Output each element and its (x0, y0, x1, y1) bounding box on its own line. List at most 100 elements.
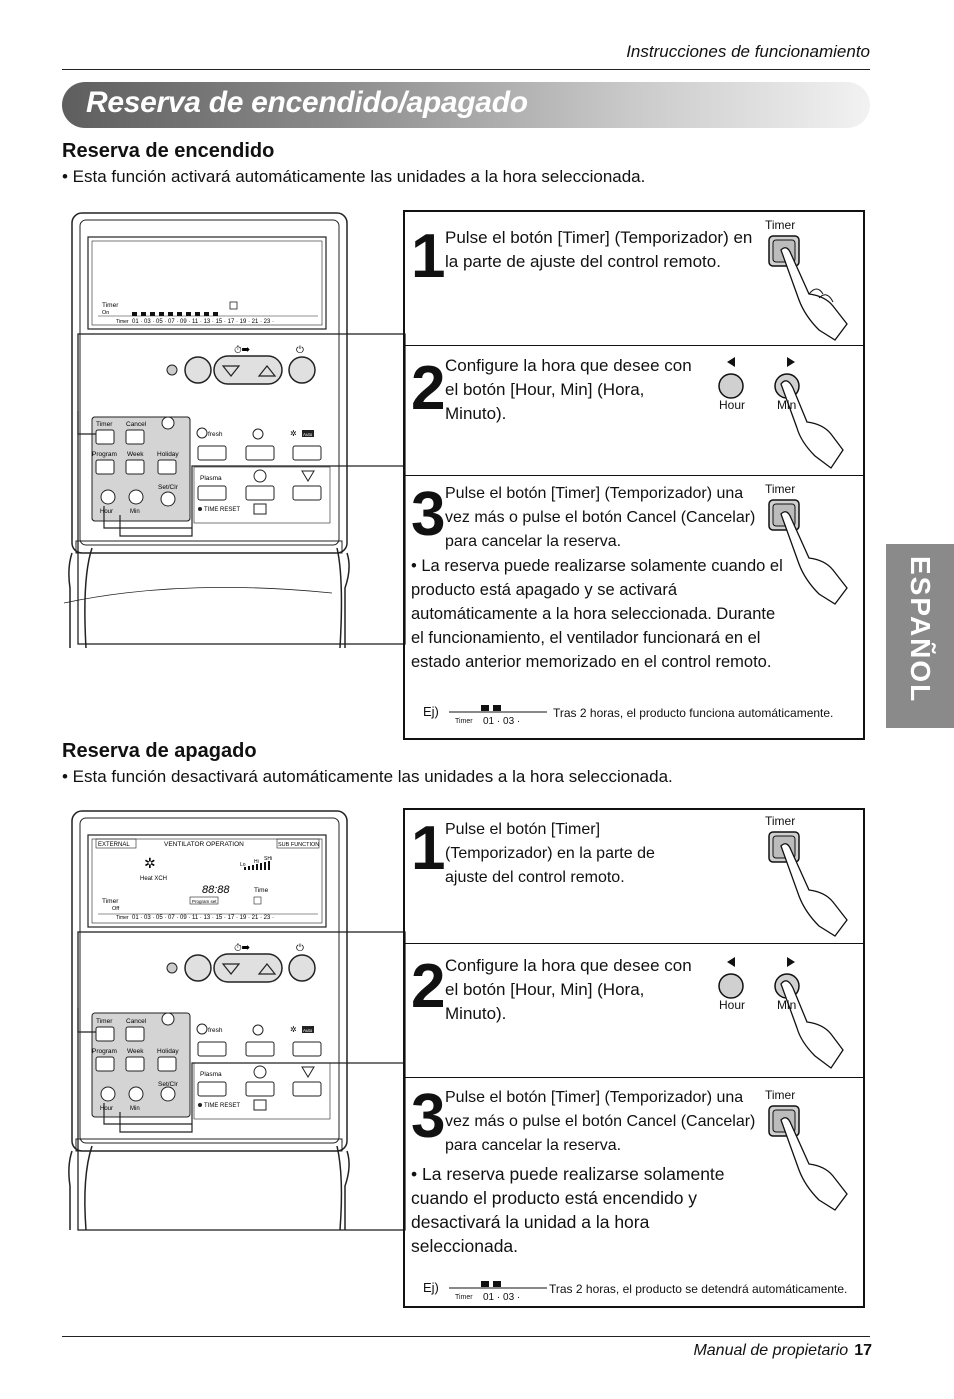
remote-cancel-label: Cancel (126, 1018, 147, 1025)
remote-hour-label: Hour (100, 509, 113, 515)
min-label: Min (777, 998, 797, 1012)
off-note: • La reserva puede realizarse solamente … (411, 1164, 725, 1256)
remote-fresh-label: fresh (208, 1027, 223, 1034)
example-text: Tras 2 horas, el producto funciona autom… (553, 706, 834, 720)
remote-timer-label: Timer (96, 1018, 113, 1025)
remote-time-reset-label: TIME RESET (204, 1103, 240, 1109)
remote-setclr-label: Set/Clr (158, 1081, 179, 1088)
header-rule (62, 69, 870, 70)
svg-text:⏱➡: ⏱➡ (234, 943, 250, 954)
example-label: Ej) (423, 704, 439, 719)
example-digits: 01 · 03 · (483, 1292, 521, 1303)
example-text: Tras 2 horas, el producto se detendrá au… (549, 1282, 848, 1296)
lcd-external: EXTERNAL (98, 842, 130, 848)
lcd-time: Time (254, 887, 269, 894)
on-section-title: Reserva de encendido (62, 140, 275, 162)
lcd-hi: Hi (254, 859, 259, 865)
off-steps-box: 1 Pulse el botón [Timer] (Temporizador) … (403, 808, 865, 1308)
remote-min-label: Min (130, 1106, 140, 1112)
remote-min-label: Min (130, 509, 140, 515)
example-timer: Timer (455, 1294, 473, 1301)
off-step-3: 3 Pulse el botón [Timer] (Temporizador) … (405, 1078, 863, 1308)
lcd-timer-small: Timer (116, 319, 129, 325)
footer-text: Manual de propietario (693, 1342, 849, 1359)
remote-hour-label: Hour (100, 1106, 113, 1112)
hand-pressing-timer-icon (768, 235, 848, 341)
remote-cancel-label: Cancel (126, 421, 147, 428)
step-number: 2 (411, 952, 446, 1021)
step-number: 3 (411, 480, 446, 549)
timer-button-label: Timer (765, 1088, 796, 1102)
banner-title: Reserva de encendido/apagado (86, 86, 528, 119)
remote-program-label: Program (92, 1048, 117, 1055)
remote-auto-label: Auto (303, 432, 313, 437)
step-text: Pulse el botón [Timer] (Temporizador) un… (445, 485, 756, 550)
page-number: 17 (854, 1342, 872, 1359)
example-lcd-icon (449, 705, 547, 713)
example-timer: Timer (455, 718, 473, 725)
timer-button-label: Timer (765, 482, 796, 496)
svg-text:⏻: ⏻ (296, 345, 304, 356)
remote-plasma-label: Plasma (200, 1071, 222, 1078)
language-tab-label: ESPAÑOL (905, 556, 936, 704)
remote-time-reset-label: TIME RESET (204, 507, 240, 513)
lcd-shi: SHi (264, 856, 272, 862)
footer-rule (62, 1336, 870, 1337)
step-number: 3 (411, 1082, 446, 1151)
remote-week-label: Week (127, 1048, 144, 1055)
remote-auto-label: Auto (303, 1028, 313, 1033)
off-section-desc: • Esta función desactivará automáticamen… (62, 767, 673, 786)
step-text: Pulse el botón [Timer] (Temporizador) en… (445, 228, 753, 271)
remote-fresh-label: fresh (208, 431, 223, 438)
hour-label: Hour (719, 398, 746, 412)
remote-timer-label: Timer (96, 421, 113, 428)
example-label: Ej) (423, 1280, 439, 1295)
hour-min-buttons-icon (718, 357, 844, 469)
hand-pressing-timer-icon (768, 831, 848, 937)
lcd-clock: 88:88 (202, 884, 230, 896)
remote-plasma-label: Plasma (200, 475, 222, 482)
lcd-on-label: On (102, 310, 109, 316)
lcd-timer-label: Timer (102, 898, 119, 905)
off-step-1: 1 Pulse el botón [Timer] (Temporizador) … (405, 810, 863, 944)
step-text: Configure la hora que desee con el botón… (445, 956, 692, 1023)
svg-text:✲: ✲ (290, 429, 297, 438)
step-number: 2 (411, 354, 446, 423)
running-header: Instrucciones de funcionamiento (626, 42, 870, 61)
lcd-ventilator: VENTILATOR OPERATION (164, 841, 244, 848)
timer-button-label: Timer (765, 218, 796, 232)
on-note: • La reserva puede realizarse solamente … (411, 557, 783, 671)
step-number: 1 (411, 222, 446, 291)
language-tab: ESPAÑOL (886, 544, 954, 728)
lcd-off-label: Off (112, 906, 120, 912)
remote-setclr-label: Set/Clr (158, 484, 179, 491)
hand-pressing-timer-icon (768, 1105, 848, 1211)
remote-holiday-label: Holiday (157, 1048, 179, 1055)
lcd-hours: 01 · 03 · 05 · 07 · 09 · 11 · 13 · 15 · … (132, 319, 274, 325)
remote-program-label: Program (92, 451, 117, 458)
step-number: 1 (411, 814, 446, 883)
hour-min-buttons-icon (718, 957, 844, 1069)
lcd-lo: Lo (240, 862, 246, 868)
remote-illustration-off: EXTERNAL VENTILATOR OPERATION SUB FUNCTI… (68, 810, 406, 1231)
remote-holiday-label: Holiday (157, 451, 179, 458)
on-step-3: 3 Pulse el botón [Timer] (Temporizador) … (405, 476, 863, 740)
on-step-2: 2 Configure la hora que desee con el bot… (405, 346, 863, 476)
svg-text:⏱➡: ⏱➡ (234, 345, 250, 356)
remote-illustration-on: Timer On Timer 01 · 03 · 05 · 07 · 09 · … (63, 212, 406, 648)
timer-button-label: Timer (765, 814, 796, 828)
min-label: Min (777, 398, 797, 412)
lcd-program-set: Program set (192, 899, 217, 904)
lcd-timer-small: Timer (116, 915, 129, 921)
svg-text:✲: ✲ (144, 855, 156, 871)
section-banner: Reserva de encendido/apagado (62, 82, 870, 128)
on-section-desc: • Esta función activará automáticamente … (62, 167, 646, 186)
off-section-title: Reserva de apagado (62, 740, 257, 762)
lcd-timer-label: Timer (102, 302, 119, 309)
example-digits: 01 · 03 · (483, 716, 521, 727)
on-steps-box: 1 Pulse el botón [Timer] (Temporizador) … (403, 210, 865, 740)
off-step-2: 2 Configure la hora que desee con el bot… (405, 944, 863, 1078)
lcd-heat-xch: Heat XCH (140, 876, 167, 882)
svg-text:✲: ✲ (290, 1025, 297, 1034)
svg-text:⏻: ⏻ (296, 943, 304, 954)
